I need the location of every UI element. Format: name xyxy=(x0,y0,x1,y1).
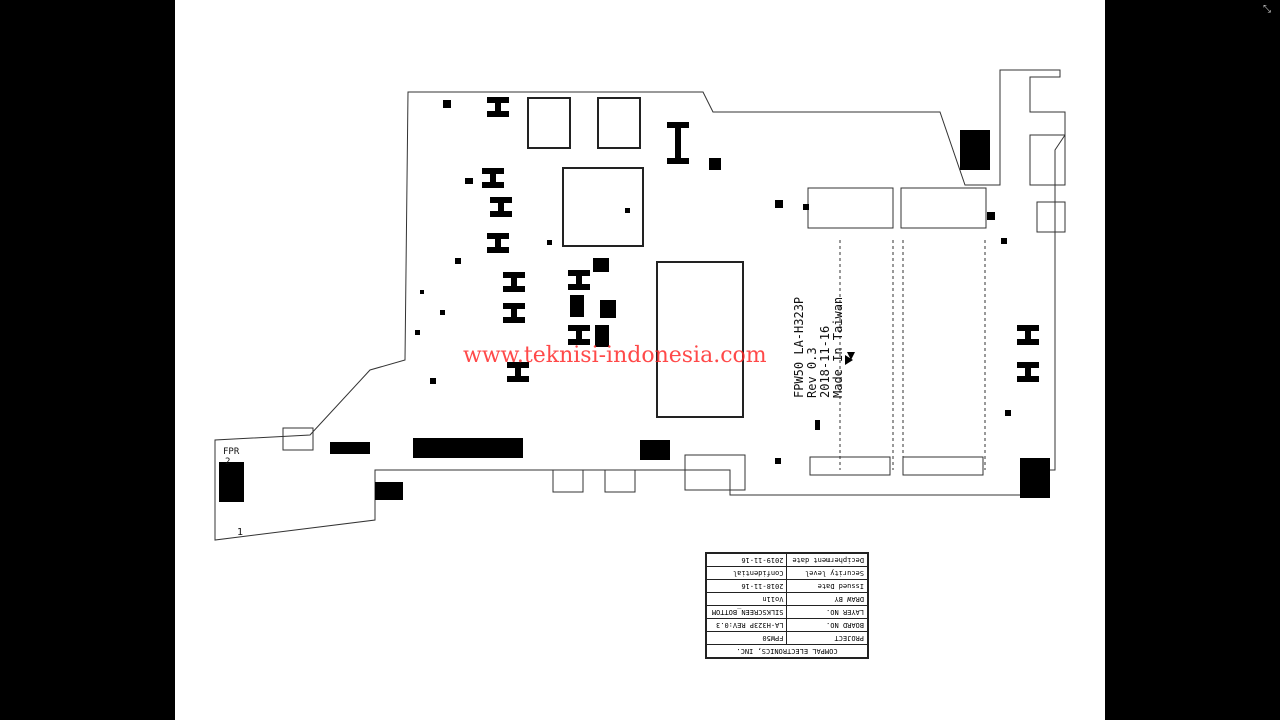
dimm-slot-4 xyxy=(902,456,984,476)
title-row: LAYER NO. SILKSCREEN_BOTTOM xyxy=(706,605,868,619)
title-row: Decipherment date 2019-11-16 xyxy=(706,553,868,567)
left-conn xyxy=(219,462,244,502)
row-label: Decipherment date xyxy=(787,553,868,567)
pin1-marker xyxy=(845,355,853,365)
conn-bottom-3 xyxy=(684,454,746,491)
chip-u2 xyxy=(597,97,641,149)
row-value: Confidential xyxy=(706,566,787,580)
collapse-arrows-icon[interactable]: ⤡ xyxy=(1263,4,1271,15)
chip-black-1 xyxy=(960,130,990,170)
dimm-slot-3 xyxy=(809,456,891,476)
usb-port-2 xyxy=(1036,201,1066,233)
left-conn-2 xyxy=(282,427,314,451)
title-block: COMPAL ELECTRONICS, INC. PROJECT FPW50 B… xyxy=(705,552,869,659)
conn-bottom-2 xyxy=(604,469,636,493)
row-label: DRAW BY xyxy=(787,592,868,606)
chip-pch xyxy=(562,167,644,247)
board-marking: FPW50 LA-H323P Rev 0.3 2018-11-16 Made I… xyxy=(792,296,845,398)
row-label: Security level xyxy=(787,566,868,580)
row-label: BOARD NO. xyxy=(787,618,868,632)
usb-port xyxy=(1029,134,1066,186)
inductor-group xyxy=(482,97,1039,382)
row-value: 2019-11-16 xyxy=(706,553,787,567)
row-label: PROJECT xyxy=(787,631,868,645)
row-value: 2018-11-16 xyxy=(706,579,787,593)
conn-bottom-1 xyxy=(552,469,584,493)
corner-number: 1 xyxy=(237,527,244,538)
chip-black-2 xyxy=(640,440,670,460)
fpr-label: FPR 2 xyxy=(223,447,239,467)
title-row: DRAW BY Vo11n xyxy=(706,592,868,606)
dimm-slot-1 xyxy=(807,187,894,229)
row-value: LA-H323P REV:0.3 xyxy=(706,618,787,632)
row-value: Vo11n xyxy=(706,592,787,606)
board-outline xyxy=(214,69,1066,541)
connector-black xyxy=(1020,458,1050,498)
row-label: Issued Date xyxy=(787,579,868,593)
schematic-sheet: FPW50 LA-H323P Rev 0.3 2018-11-16 Made I… xyxy=(175,0,1105,720)
ffc-connector-2 xyxy=(330,442,370,454)
title-row: PROJECT FPW50 xyxy=(706,631,868,645)
chip-u1 xyxy=(527,97,571,149)
chip-black-3 xyxy=(375,482,403,500)
title-row: Security level Confidential xyxy=(706,566,868,580)
row-value: FPW50 xyxy=(706,631,787,645)
watermark-text: www.teknisi-indonesia.com xyxy=(463,343,767,368)
title-row: Issued Date 2018-11-16 xyxy=(706,579,868,593)
board-outline-drawing xyxy=(214,69,1066,541)
chip-cpu xyxy=(656,261,744,418)
row-label: LAYER NO. xyxy=(787,605,868,619)
small-components xyxy=(415,100,1011,464)
fpr-number: 2 xyxy=(225,457,231,467)
title-row: BOARD NO. LA-H323P REV:0.3 xyxy=(706,618,868,632)
board-origin: Made In Taiwan xyxy=(831,296,845,398)
company-name: COMPAL ELECTRONICS, INC. xyxy=(706,644,868,658)
fpr-text: FPR xyxy=(223,447,240,457)
pin1-marker-2 xyxy=(847,352,855,360)
row-value: SILKSCREEN_BOTTOM xyxy=(706,605,787,619)
dimm-slot-2 xyxy=(900,187,987,229)
ffc-connector xyxy=(413,438,523,458)
